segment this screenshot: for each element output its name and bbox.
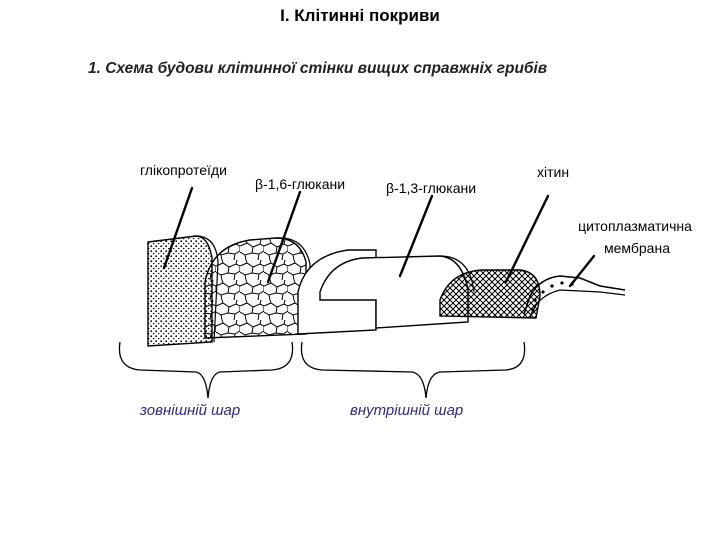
beta-1-6-glucan-layer	[204, 237, 307, 339]
beta-1-6-glucan-label: β-1,6-глюкани	[255, 176, 346, 192]
outer-layer-brace	[118, 341, 294, 399]
beta13-leader	[398, 194, 434, 278]
outer-layer-label: зовнішній шар	[140, 402, 241, 419]
page-title: I. Клітинні покриви	[280, 6, 440, 25]
membrane-label-line2: мембрана	[604, 240, 670, 256]
inner-layer-label: внутрішній шар	[350, 402, 464, 419]
beta16-leader	[266, 190, 302, 284]
beta-1-3-glucan-label: β-1,3-глюкани	[386, 180, 477, 196]
glycoprotein-label: глікопротеїди	[140, 162, 227, 178]
chitin-leader	[504, 194, 550, 284]
membrane-label-line1: цитоплазматична	[578, 218, 692, 234]
diagram-subtitle: 1. Схема будови клітинної стінки вищих с…	[88, 60, 548, 77]
chitin-layer	[439, 269, 541, 319]
cytoplasmic-membrane	[523, 275, 626, 315]
glycoprotein-layer	[147, 235, 213, 347]
leader-lines	[162, 186, 596, 288]
chitin-label: хітин	[537, 164, 570, 180]
membrane-leader	[568, 254, 596, 288]
inner-layer-brace	[300, 341, 526, 399]
glycoprotein-leader	[162, 186, 194, 270]
